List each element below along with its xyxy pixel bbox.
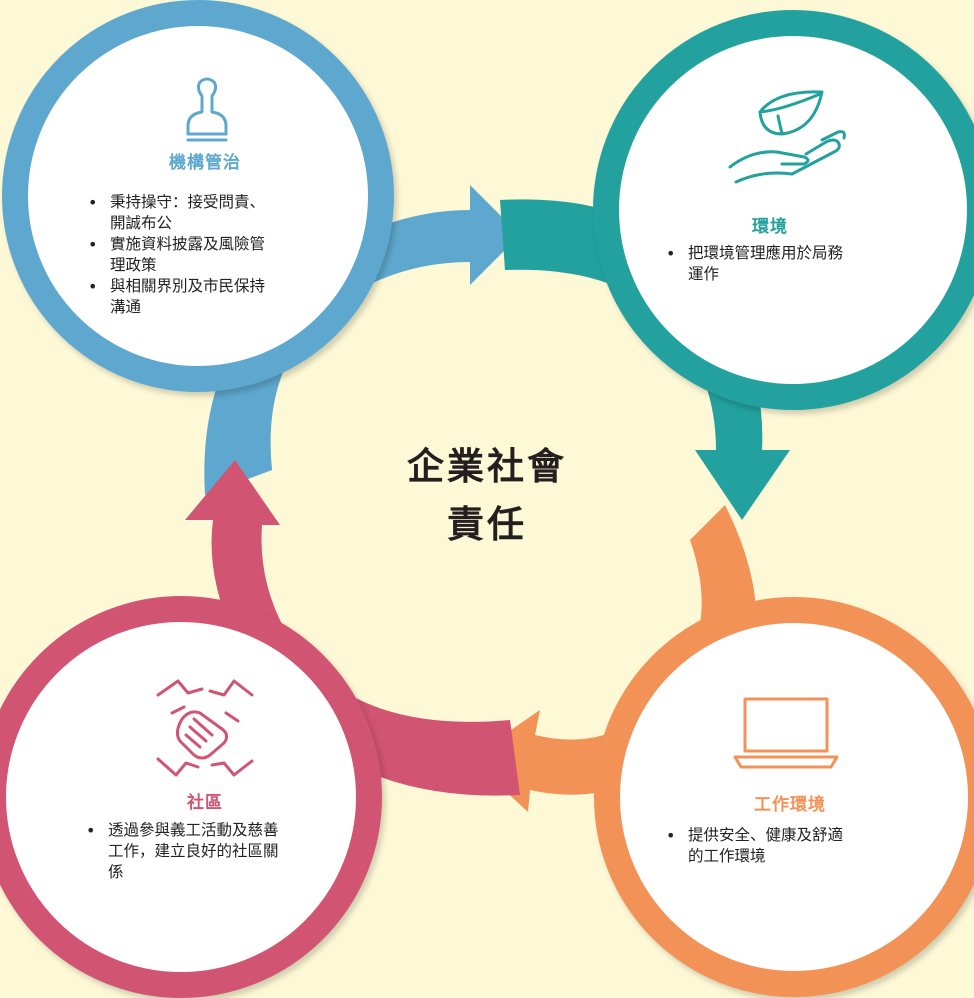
leaf-in-hand-icon [728,90,846,184]
laptop-icon [733,697,839,769]
governance-bullet-1: 秉持操守：接受問責、開誠布公 [86,192,346,234]
arrow-environment-to-workplace [500,199,790,521]
environment-title: 環境 [752,217,788,237]
environment-circle [593,10,974,410]
joined-hands-icon [156,679,254,777]
stamp-icon [186,77,228,142]
community-title: 社區 [187,793,223,813]
governance-title: 機構管治 [169,153,241,173]
center-title-line1: 企業社會 [407,445,567,488]
workplace-title: 工作環境 [754,795,826,815]
center-title: 企業社會 責任 [377,438,597,554]
center-title-line2: 責任 [447,503,527,546]
arrow-governance-to-environment [204,185,520,495]
